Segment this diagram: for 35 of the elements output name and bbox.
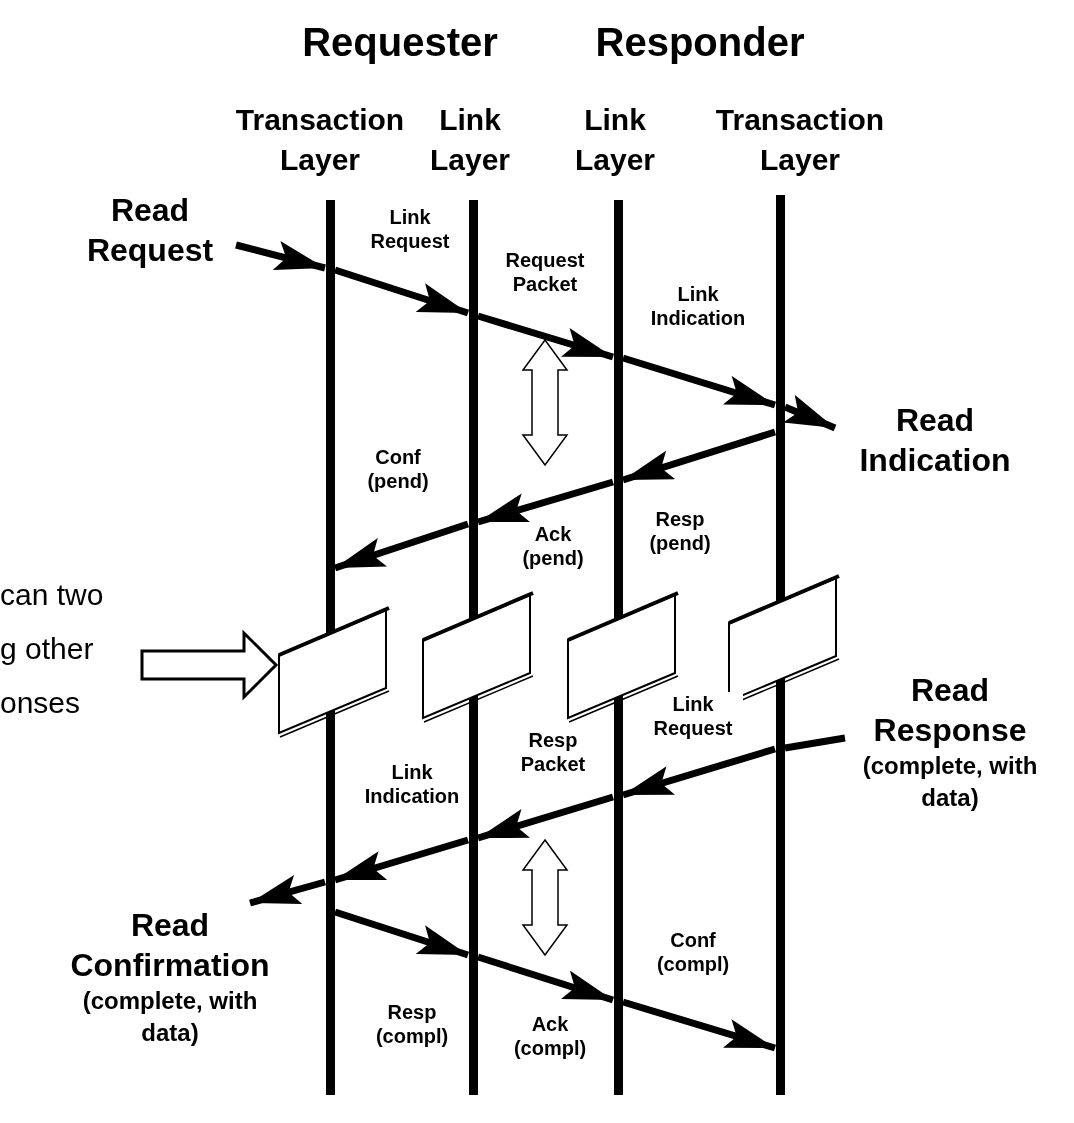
arrow [249, 875, 326, 907]
arrow [621, 354, 777, 409]
arrow [334, 836, 469, 884]
node-title: Read Confirmation [69, 906, 271, 985]
lifeline [468, 200, 478, 1095]
arrow [621, 428, 777, 484]
arrow [333, 520, 470, 572]
node-label: Read Request [65, 190, 235, 270]
arrow [783, 394, 837, 432]
node-label: Read Indication [835, 400, 1035, 480]
column-heading: Requester [301, 19, 499, 66]
lifeline [613, 200, 623, 1095]
node-title: Read Response [872, 671, 1028, 750]
arrow [333, 908, 470, 959]
lifeline-heading: Transaction Layer [714, 102, 886, 178]
arrow [622, 998, 776, 1052]
lifeline-heading: Link Layer [428, 102, 512, 178]
arrow [622, 745, 776, 799]
arrow [477, 312, 614, 361]
arrow [235, 240, 326, 272]
lifeline [325, 200, 335, 1095]
arrow [476, 953, 615, 1004]
break-symbol [422, 592, 535, 723]
lifeline-heading: Link Layer [573, 102, 657, 178]
break-symbol [278, 607, 391, 738]
lifeline [775, 195, 785, 1095]
node-subtitle: (complete, with data) [861, 751, 1039, 813]
arrow [477, 793, 614, 842]
block-arrow [140, 629, 279, 701]
lifeline-heading: Transaction Layer [234, 102, 406, 178]
column-heading: Responder [594, 19, 806, 66]
node-label: can two g other onses [0, 568, 120, 730]
arrow [333, 266, 470, 317]
arrow [477, 478, 614, 526]
node-subtitle: (complete, with data) [81, 986, 259, 1048]
